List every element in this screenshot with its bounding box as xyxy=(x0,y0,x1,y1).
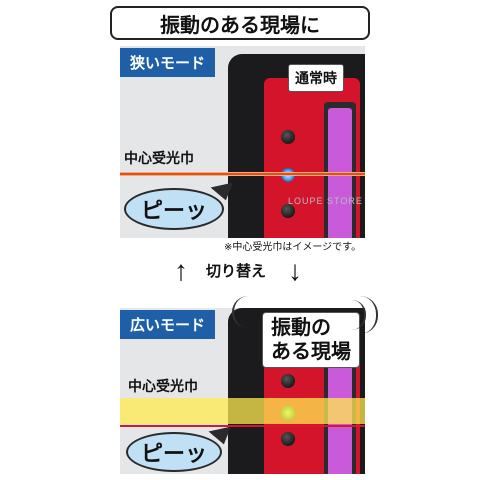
device-button-upper xyxy=(281,130,295,144)
beep-text-wide: ピーッ xyxy=(140,441,207,466)
image-note: ※中心受光巾はイメージです。 xyxy=(224,242,362,253)
center-receiving-width-label: 中心受光巾 xyxy=(124,150,194,166)
wide-mode-label: 広いモード xyxy=(120,310,216,339)
vibration-line-1: 振動の xyxy=(271,317,331,339)
normal-state-tag: 通常時 xyxy=(288,64,344,92)
vibration-line-2: ある現場 xyxy=(271,341,351,363)
narrow-mode-label: 狭いモード xyxy=(120,48,216,77)
beep-speech-bubble-wide: ピーッ xyxy=(126,432,222,472)
device-button-lower-wide xyxy=(281,432,295,446)
beep-text: ピーッ xyxy=(140,198,207,223)
up-arrow-icon: ↑ xyxy=(174,255,188,286)
laser-line-wide xyxy=(120,425,365,427)
mode-switch-indicator: ↑ 切り替え ↓ xyxy=(170,255,330,286)
watermark: LOUPE STORE xyxy=(288,196,363,206)
device-button-lower xyxy=(281,204,295,218)
switch-label: 切り替え xyxy=(206,263,267,280)
center-receiving-width-label-wide: 中心受光巾 xyxy=(128,378,198,394)
down-arrow-icon: ↓ xyxy=(288,255,302,286)
vibration-callout: 振動の ある現場 xyxy=(262,312,360,368)
beep-speech-bubble: ピーッ xyxy=(124,188,224,230)
device-button-upper-wide xyxy=(281,374,295,388)
wide-receiving-band xyxy=(120,398,365,424)
laser-line xyxy=(120,172,365,176)
page-title: 振動のある現場に xyxy=(110,6,370,40)
narrow-mode-panel: LOUPE STORE 通常時 xyxy=(120,46,365,238)
vibration-mark-icon-2 xyxy=(360,296,378,334)
